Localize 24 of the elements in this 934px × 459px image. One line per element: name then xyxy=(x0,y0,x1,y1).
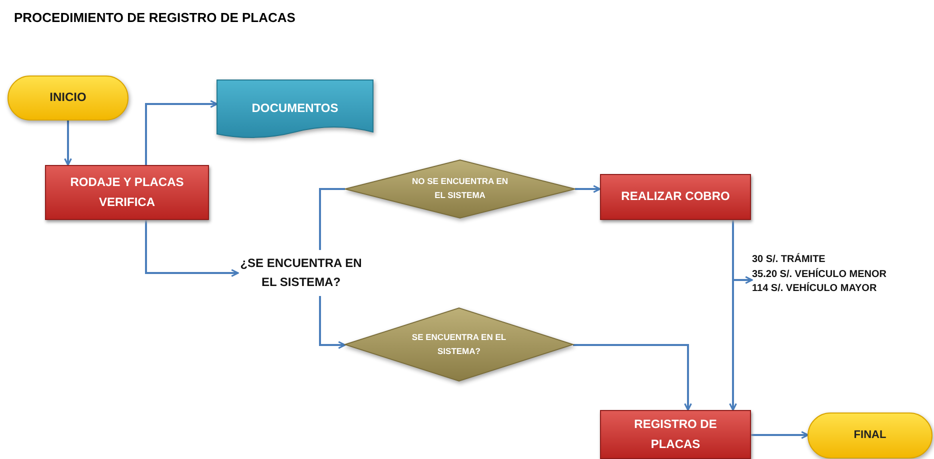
fee-line: 35.20 S/. VEHÍCULO MENOR xyxy=(752,268,886,282)
process-box xyxy=(600,174,751,220)
arrow xyxy=(145,220,239,277)
node-label: NO SE ENCUENTRA EN EL SISTEMA xyxy=(412,175,508,202)
node-label: ¿SE ENCUENTRA EN EL SISTEMA? xyxy=(239,254,363,291)
fee-line: 114 S/. VEHÍCULO MAYOR xyxy=(752,282,877,296)
arrow xyxy=(64,120,72,166)
process-box xyxy=(600,410,751,459)
arrow xyxy=(573,344,692,411)
node-label: RODAJE Y PLACAS VERIFICA xyxy=(69,174,185,210)
node-label: REGISTRO DE PLACAS xyxy=(633,416,718,452)
diagram-title: PROCEDIMIENTO DE REGISTRO DE PLACAS xyxy=(14,10,296,25)
node-label: FINAL xyxy=(854,428,886,443)
arrow xyxy=(319,296,346,349)
node-label: INICIO xyxy=(50,89,86,106)
node-label: SE ENCUENTRA EN EL SISTEMA? xyxy=(411,330,507,358)
arrow xyxy=(145,100,218,165)
node-label: DOCUMENTOS xyxy=(252,100,338,118)
arrow xyxy=(732,220,753,284)
process-box xyxy=(45,165,209,220)
arrow xyxy=(575,185,601,193)
arrow xyxy=(751,431,809,439)
node-label: REALIZAR COBRO xyxy=(621,188,730,206)
fee-line: 30 S/. TRÁMITE xyxy=(752,253,826,268)
